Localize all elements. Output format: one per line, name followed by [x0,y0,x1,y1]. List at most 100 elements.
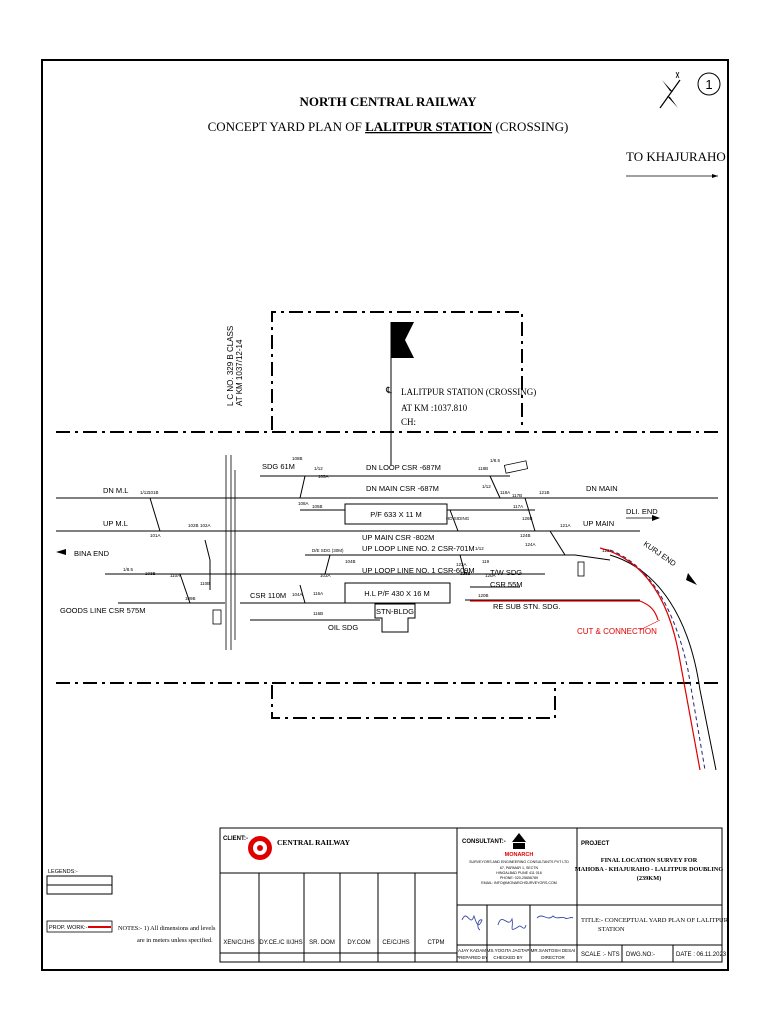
consultant-firm: MONARCH [505,852,534,858]
point-number: 116A [313,591,323,596]
point-number: 108A [298,501,309,506]
sdg-label: SDG 61M [262,462,295,471]
scale-label: SCALE :- NTS [581,952,620,958]
point-number: 123B [460,571,471,576]
consultant-firm-full: SURVEYORS AND ENGINEERING CONSULTANTS PV… [469,860,569,864]
point-number: 102B [188,523,199,528]
sheet-number-circle [697,72,721,96]
notes-line-1: NOTES:- 1) All dimensions and levels [118,925,216,932]
signatory-4: DY.COM [347,940,370,946]
title-block-frame [46,827,723,963]
dn-loop-label: DN LOOP CSR -687M [366,463,441,472]
project-label: PROJECT [581,841,610,847]
drawing-title-line-2: STATION [598,926,625,933]
kurj-end-label: KURJ END [642,539,678,568]
up-ml-label: UP M.L [103,519,128,528]
point-number: 1/8.5 [490,458,501,463]
point-number: 105A [318,474,329,479]
north-arrow-icon [659,71,681,109]
notes-line-2: are in meters unless specified. [137,937,213,944]
high-level-platform [344,582,451,604]
drawing-number-label: DWG.NO:- [626,952,655,958]
point-number: 124B [520,533,531,538]
bina-end-arrow-icon [56,549,66,555]
signatory-6: CTPM [428,940,445,946]
signatory-3: SR. DOM [309,940,335,946]
svg-text:℄: ℄ [385,385,392,395]
consultant-label: CONSULTANT:- [462,839,506,845]
station-centre-name: LALITPUR STATION (CROSSING) [401,387,536,397]
railway-logo-icon [248,836,272,860]
point-number: 103A [320,573,331,578]
up-loop-1-label: UP LOOP LINE NO. 1 CSR-609M [362,566,475,575]
level-crossing-gates [225,455,236,650]
consultant-address-2: HINGALBAD PUNE 411 016 [496,871,541,875]
station-boundary [56,311,718,719]
station-building-label: STN-BLDG [376,607,414,616]
cut-connection-leader [639,619,661,631]
station-flag-icon: ℄ [385,322,414,465]
project-line-3: (239KM) [637,875,661,882]
point-number: 119 [482,559,490,564]
point-number: 104A [292,592,303,597]
point-number: 1/12 [314,466,323,471]
director-name: MR.SANTOSH DESAI [531,948,576,953]
consultant-logo-icon [512,833,526,849]
prepared-by-name: AJAY KADAM [458,948,486,953]
oil-sdg-label: OIL SDG [328,623,358,632]
point-number: 110A [170,573,180,578]
point-number: 105B [312,504,323,509]
arrow-head-icon [712,174,718,178]
prop-work-label: PROP. WORK:- [49,925,88,931]
director-label: DIRECTOR [541,955,565,960]
dn-main-label: DN MAIN [586,484,618,493]
buffer-stop [503,460,529,474]
signatory-1: XEN/C/JHS [223,940,254,946]
tw-sdg-label: T/W SDG [490,568,522,577]
dli-end-arrow-icon [652,515,660,521]
client-name: CENTRAL RAILWAY [277,838,351,847]
plan-title: CONCEPT YARD PLAN OF LALITPUR STATION (C… [208,119,569,134]
level-crossing-label-1: L C NO. 329 B CLASS [226,326,235,406]
platform-1-label: P/F 633 X 11 M [370,510,422,519]
alignment-line [609,549,706,771]
de-sdg-label: D/E SDG (30M) [312,548,344,553]
point-number: 118A [500,490,510,495]
level-crossing-label-2: AT KM 1037/12-14 [235,339,244,406]
drawing-title-line-1: TITLE:- CONCEPTUAL YARD PLAN OF LALITPUR [581,917,729,924]
point-number: 117B [512,493,522,498]
signatory-row: XEN/C/JHS DY.CE./C II/JHS SR. DOM DY.COM… [223,940,444,946]
client-label: CLIENT:- [223,836,248,842]
point-number: 1/12 [140,490,149,495]
point-number: 118B [478,466,488,471]
point-number: 102A [200,523,211,528]
point-number: 122 [602,548,610,553]
station-centre-ch: CH: [401,417,416,427]
csr-55-label: CSR 55M [490,580,523,589]
signatory-5: CE/C/JHS [382,940,409,946]
point-number: 1/12 [475,546,484,551]
point-number: 101A [150,533,161,538]
up-main-csr-label: UP MAIN CSR -802M [362,533,434,542]
re-sub-stn-label: RE SUB STN. SDG. [493,602,561,611]
project-line-2: MAHOBA - KHAJURAHO - LALITPUR DOUBLING [575,866,724,873]
tracks [56,475,718,771]
high-level-platform-label: H.L P/F 430 X 16 M [364,589,430,598]
point-number: 1/8.5 [123,567,134,572]
sheet-number: 1 [705,77,712,92]
point-number: 104B [345,559,356,564]
point-number: 1/12 [482,484,491,489]
hd-siding-label: HD SIDING [446,516,470,521]
prepared-by-label: PREPARED BY [456,955,488,960]
organisation-title: NORTH CENTRAL RAILWAY [299,94,477,109]
point-number: 121B [539,490,550,495]
buffer-stop [577,561,585,577]
consultant-address-4: EMAIL: INFO@MONARCHSURVEYORS.COM [481,881,556,885]
platform-1 [344,503,448,525]
buffer-stop [212,609,222,625]
signatory-2: DY.CE./C II/JHS [259,940,302,946]
consultant-address-1: 67, PARMAR 1, SECTN [500,866,539,870]
station-building [374,603,416,633]
